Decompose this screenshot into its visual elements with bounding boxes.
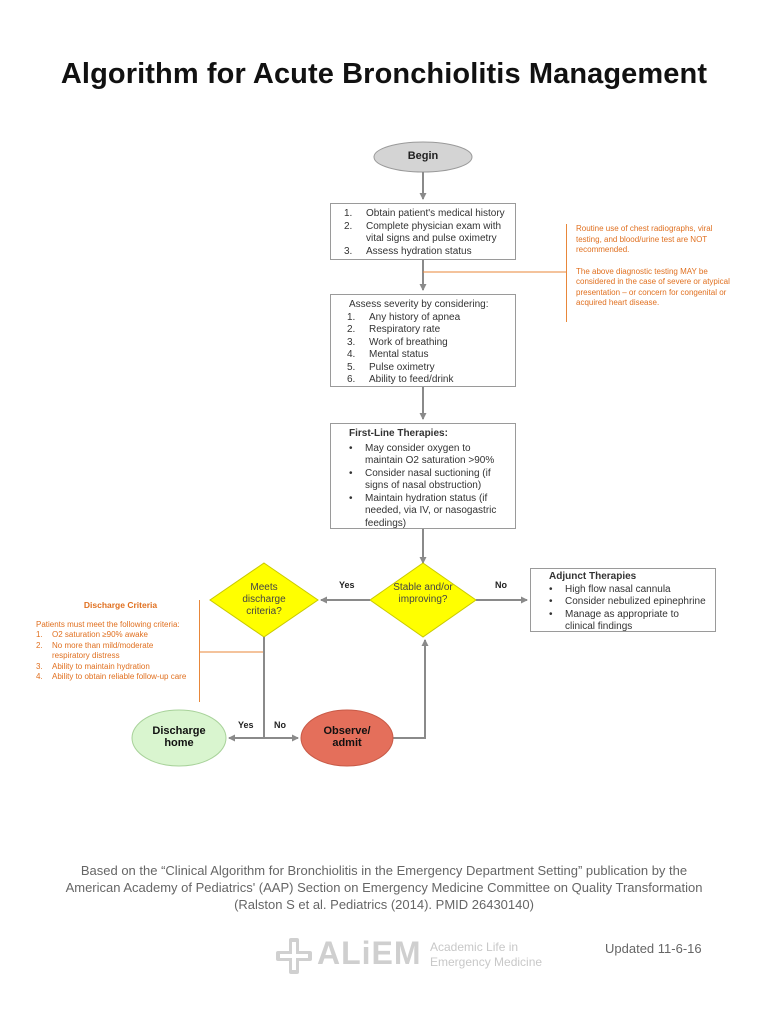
- testing-note-p2: The above diagnostic testing MAY be cons…: [576, 266, 730, 308]
- severity-item: 3.Work of breathing: [347, 336, 448, 348]
- page-title: Algorithm for Acute Bronchiolitis Manage…: [60, 58, 708, 90]
- first-line-list: •May consider oxygen to maintain O2 satu…: [349, 443, 507, 531]
- aliem-tagline-line-2: Emergency Medicine: [430, 955, 543, 969]
- no-label-meets: No: [274, 720, 286, 730]
- first-line-item: •May consider oxygen to maintain O2 satu…: [349, 442, 495, 467]
- history-box: 1.Obtain patient's medical history 2.Com…: [330, 203, 516, 260]
- no-label-stable: No: [495, 580, 507, 590]
- severity-box: Assess severity by considering: 1.Any hi…: [330, 294, 516, 387]
- adjunct-item: •Consider nebulized epinephrine: [549, 596, 706, 607]
- first-line-item: •Consider nasal suctioning (if signs of …: [349, 467, 491, 492]
- adjunct-item: •Manage as appropriate to clinical findi…: [549, 608, 679, 633]
- discharge-home-label: Discharge home: [152, 725, 206, 749]
- stable-diamond: [369, 562, 477, 638]
- aliem-logo-icon: [276, 938, 312, 974]
- yes-label-meets: Yes: [238, 720, 254, 730]
- observe-admit-label: Observe/ admit: [323, 725, 371, 749]
- discharge-criteria-heading: Discharge Criteria: [83, 600, 158, 610]
- discharge-criteria-item: 1.O2 saturation ≥90% awake: [36, 630, 148, 639]
- yes-label-stable: Yes: [339, 580, 355, 590]
- severity-intro: Assess severity by considering:: [349, 299, 489, 310]
- severity-item: 5.Pulse oximetry: [347, 361, 435, 373]
- adjunct-box: Adjunct Therapies •High flow nasal cannu…: [530, 568, 716, 632]
- observe-admit-oval: [300, 709, 394, 767]
- severity-list: 1.Any history of apnea 2.Respiratory rat…: [347, 311, 509, 387]
- adjunct-item: •High flow nasal cannula: [549, 583, 671, 595]
- severity-item: 1.Any history of apnea: [347, 311, 461, 323]
- aliem-tagline: Academic Life in Emergency Medicine: [430, 940, 542, 970]
- citation-line-2: American Academy of Pediatrics' (AAP) Se…: [65, 880, 703, 895]
- testing-note: Routine use of chest radiographs, viral …: [566, 224, 736, 322]
- meets-label: Meets discharge criteria?: [242, 582, 286, 617]
- severity-item: 2.Respiratory rate: [347, 324, 441, 335]
- discharge-home-oval: [131, 709, 227, 767]
- discharge-criteria-list: 1.O2 saturation ≥90% awake 2.No more tha…: [30, 630, 193, 683]
- testing-note-p1: Routine use of chest radiographs, viral …: [576, 224, 713, 254]
- severity-item: 6.Ability to feed/drink: [347, 374, 454, 385]
- discharge-criteria-note: Discharge Criteria Patients must meet th…: [30, 600, 200, 702]
- adjunct-list: •High flow nasal cannula •Consider nebul…: [549, 584, 709, 634]
- citation-line-1: Based on the “Clinical Algorithm for Bro…: [80, 863, 688, 878]
- discharge-criteria-intro: Patients must meet the following criteri…: [36, 619, 180, 629]
- aliem-logo: ALiEM: [317, 935, 422, 971]
- history-list: 1.Obtain patient's medical history 2.Com…: [344, 208, 509, 258]
- first-line-item: •Maintain hydration status (if needed, v…: [349, 492, 497, 529]
- history-item: 2.Complete physician exam with vital sig…: [344, 220, 502, 245]
- arrow-observe-to-stable: [393, 639, 429, 739]
- first-line-box: First-Line Therapies: •May consider oxyg…: [330, 423, 516, 529]
- first-line-heading: First-Line Therapies:: [349, 428, 448, 439]
- discharge-criteria-item: 2.No more than mild/moderate respiratory…: [36, 640, 154, 661]
- severity-item: 4.Mental status: [347, 349, 429, 360]
- stable-label: Stable and/or improving?: [393, 582, 453, 605]
- history-item: 1.Obtain patient's medical history: [344, 208, 505, 219]
- updated-date: Updated 11-6-16: [605, 941, 702, 956]
- aliem-tagline-line-1: Academic Life in: [430, 940, 519, 954]
- citation-line-3: (Ralston S et al. Pediatrics (2014). PMI…: [234, 897, 534, 912]
- discharge-criteria-item: 3.Ability to maintain hydration: [36, 661, 150, 671]
- history-item: 3.Assess hydration status: [344, 245, 472, 257]
- adjunct-heading: Adjunct Therapies: [549, 571, 637, 582]
- discharge-criteria-item: 4.Ability to obtain reliable follow-up c…: [36, 672, 187, 681]
- begin-label: Begin: [407, 150, 439, 162]
- source-citation: Based on the “Clinical Algorithm for Bro…: [20, 862, 748, 913]
